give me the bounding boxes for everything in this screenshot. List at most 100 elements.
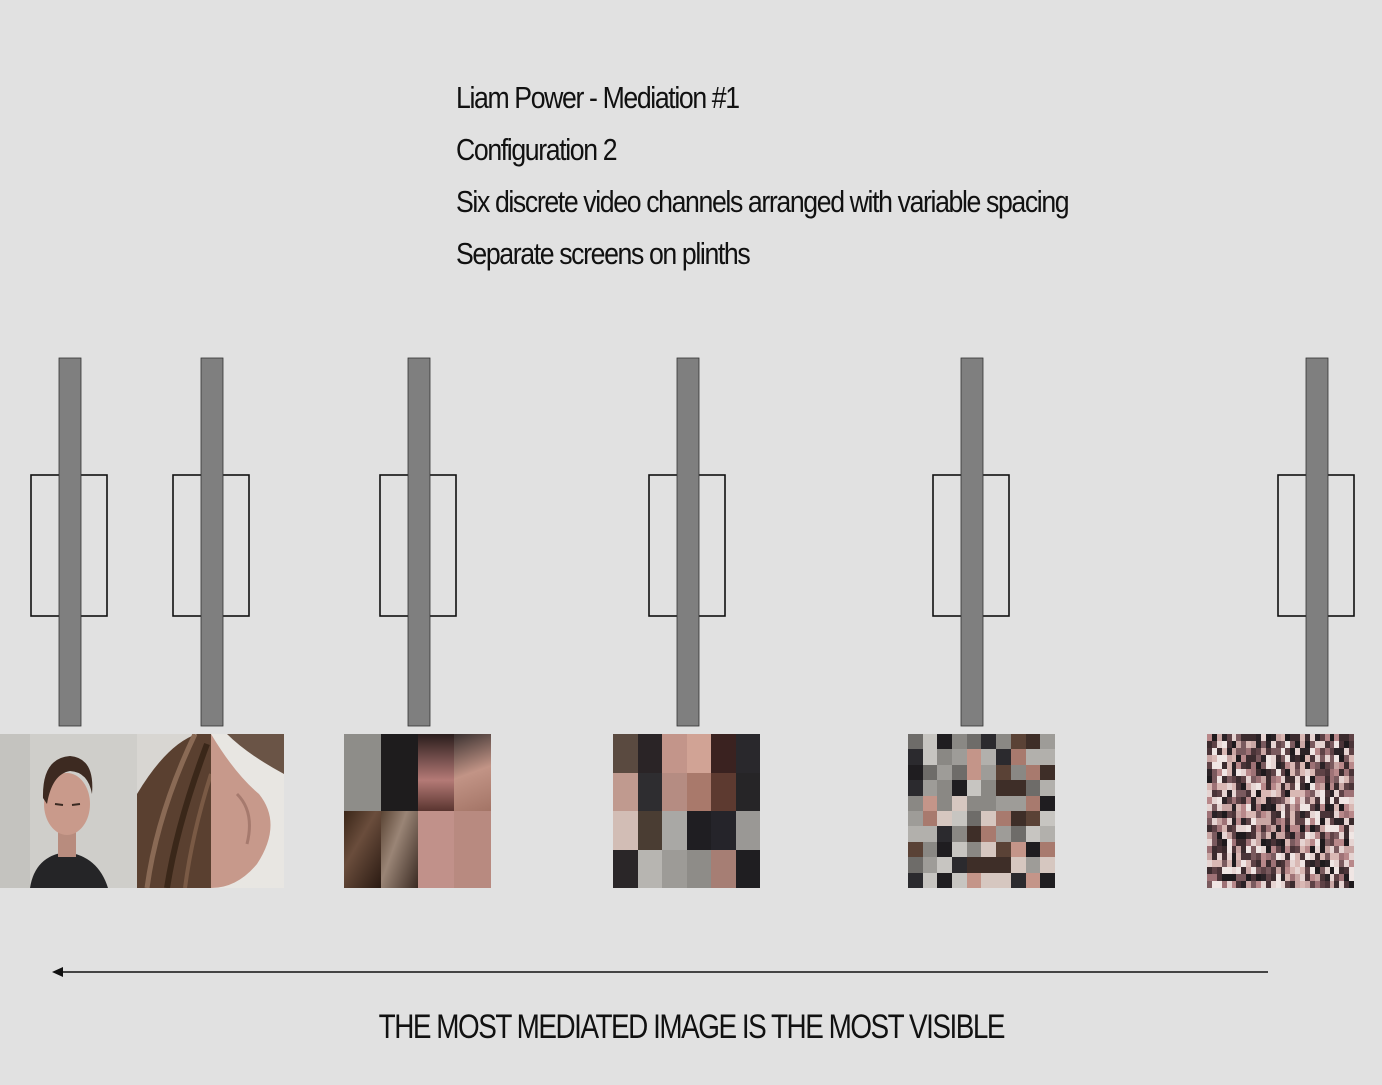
pixel-block	[937, 795, 953, 811]
pixel-block	[1290, 797, 1296, 804]
pixel-block	[1010, 734, 1026, 750]
pixel-block	[1251, 797, 1256, 804]
pixel-block	[1251, 762, 1256, 769]
pixel-block	[1329, 748, 1335, 755]
pixel-block	[1265, 832, 1271, 839]
pixel-block	[1207, 839, 1212, 846]
pixel-block	[1025, 826, 1041, 842]
pixel-block	[996, 749, 1011, 765]
pixel-block	[1265, 748, 1271, 755]
pixel-block	[1241, 846, 1247, 853]
pixel-block	[1207, 860, 1212, 867]
pixel-block	[952, 749, 967, 765]
caption-label: THE MOST MEDIATED IMAGE IS THE MOST VISI…	[378, 1008, 1005, 1046]
pixel-block	[1265, 769, 1271, 776]
plinth-unit-6	[1277, 357, 1355, 727]
pixel-block	[922, 734, 938, 750]
pixel-block	[1290, 811, 1296, 818]
pixel-block	[981, 841, 997, 858]
header-title: Liam Power - Mediation #1	[456, 80, 740, 115]
pixel-block	[1236, 860, 1242, 867]
pixel-block	[1226, 860, 1232, 867]
pixel-block	[981, 780, 997, 796]
pixel-block	[1211, 741, 1217, 748]
pixel-block	[952, 764, 967, 781]
pixel-block	[1010, 841, 1026, 858]
pixel-block	[1314, 741, 1320, 748]
pixel-block	[952, 826, 967, 842]
pixel-block	[1329, 769, 1335, 776]
pixel-block	[1226, 811, 1232, 818]
pixel-block	[1300, 818, 1305, 825]
pixel-block	[1260, 867, 1266, 874]
pixel-block	[1207, 776, 1212, 783]
pixel-block	[1221, 825, 1227, 832]
pixel-block	[1334, 853, 1340, 860]
pixel-block	[1329, 853, 1335, 860]
pixel-block	[1305, 818, 1310, 825]
pixel-block	[1251, 832, 1256, 839]
pixel-block	[1265, 741, 1271, 748]
direction-arrow	[52, 967, 1268, 977]
pixel-block	[1216, 825, 1222, 832]
pixel-block	[1231, 783, 1237, 790]
pixel-block	[1256, 741, 1261, 748]
pixel-block	[952, 734, 967, 750]
pixel-block	[1231, 853, 1237, 860]
pixel-block	[1251, 790, 1256, 797]
pixel-block	[1319, 755, 1325, 762]
pixel-block	[1216, 881, 1222, 888]
pixel-block	[1231, 874, 1237, 881]
pixel-block	[1211, 881, 1217, 888]
pixel-block	[1319, 762, 1325, 769]
pixel-block	[1246, 867, 1252, 874]
pixel-block	[1211, 734, 1217, 741]
pixel-block	[1231, 881, 1237, 888]
pixel-block	[1334, 769, 1340, 776]
pixel-block	[1295, 874, 1301, 881]
plinth-unit-1	[30, 357, 108, 727]
pixel-block	[1241, 762, 1247, 769]
pixel-block	[1344, 769, 1350, 776]
pixel-block	[981, 795, 997, 811]
pixel-block	[1221, 776, 1227, 783]
pixel-block	[1305, 881, 1310, 888]
pixel-block	[1309, 839, 1315, 846]
plinth-unit-5	[932, 357, 1010, 727]
pixel-block	[952, 841, 967, 858]
pixel-block	[1211, 867, 1217, 874]
pixel-block	[981, 764, 997, 781]
pixel-block	[1344, 790, 1350, 797]
pixel-block	[937, 826, 953, 842]
pixel-block	[1236, 867, 1242, 874]
pixel-block	[1236, 804, 1242, 811]
pixel-block	[1256, 797, 1261, 804]
pixel-block	[1265, 860, 1271, 867]
pixel-block	[1334, 811, 1340, 818]
pixel-block	[1207, 825, 1212, 832]
pixel-block	[1300, 769, 1305, 776]
pixel-block	[1270, 832, 1276, 839]
pixel-block	[1324, 811, 1330, 818]
pixel-block	[952, 872, 967, 888]
pixel-block	[1216, 867, 1222, 874]
pixel-block	[1221, 853, 1227, 860]
pixel-block	[1319, 783, 1325, 790]
pixel-block	[1334, 797, 1340, 804]
pixel-block	[1314, 776, 1320, 783]
pixel-block	[1295, 811, 1301, 818]
pixel-block	[1275, 776, 1281, 783]
pixel-block	[1226, 755, 1232, 762]
pixel-block	[1241, 783, 1247, 790]
pixel-block	[1329, 734, 1335, 741]
pixel-block	[1226, 748, 1232, 755]
pixel-block	[1221, 846, 1227, 853]
pixel-block	[1256, 853, 1261, 860]
pixel-block	[1275, 762, 1281, 769]
pixel-block	[1290, 748, 1296, 755]
pixel-block	[1275, 825, 1281, 832]
pixel-block	[1329, 825, 1335, 832]
pixel-block	[1290, 853, 1296, 860]
pixel-block	[1319, 881, 1325, 888]
pixel-block	[1309, 818, 1315, 825]
